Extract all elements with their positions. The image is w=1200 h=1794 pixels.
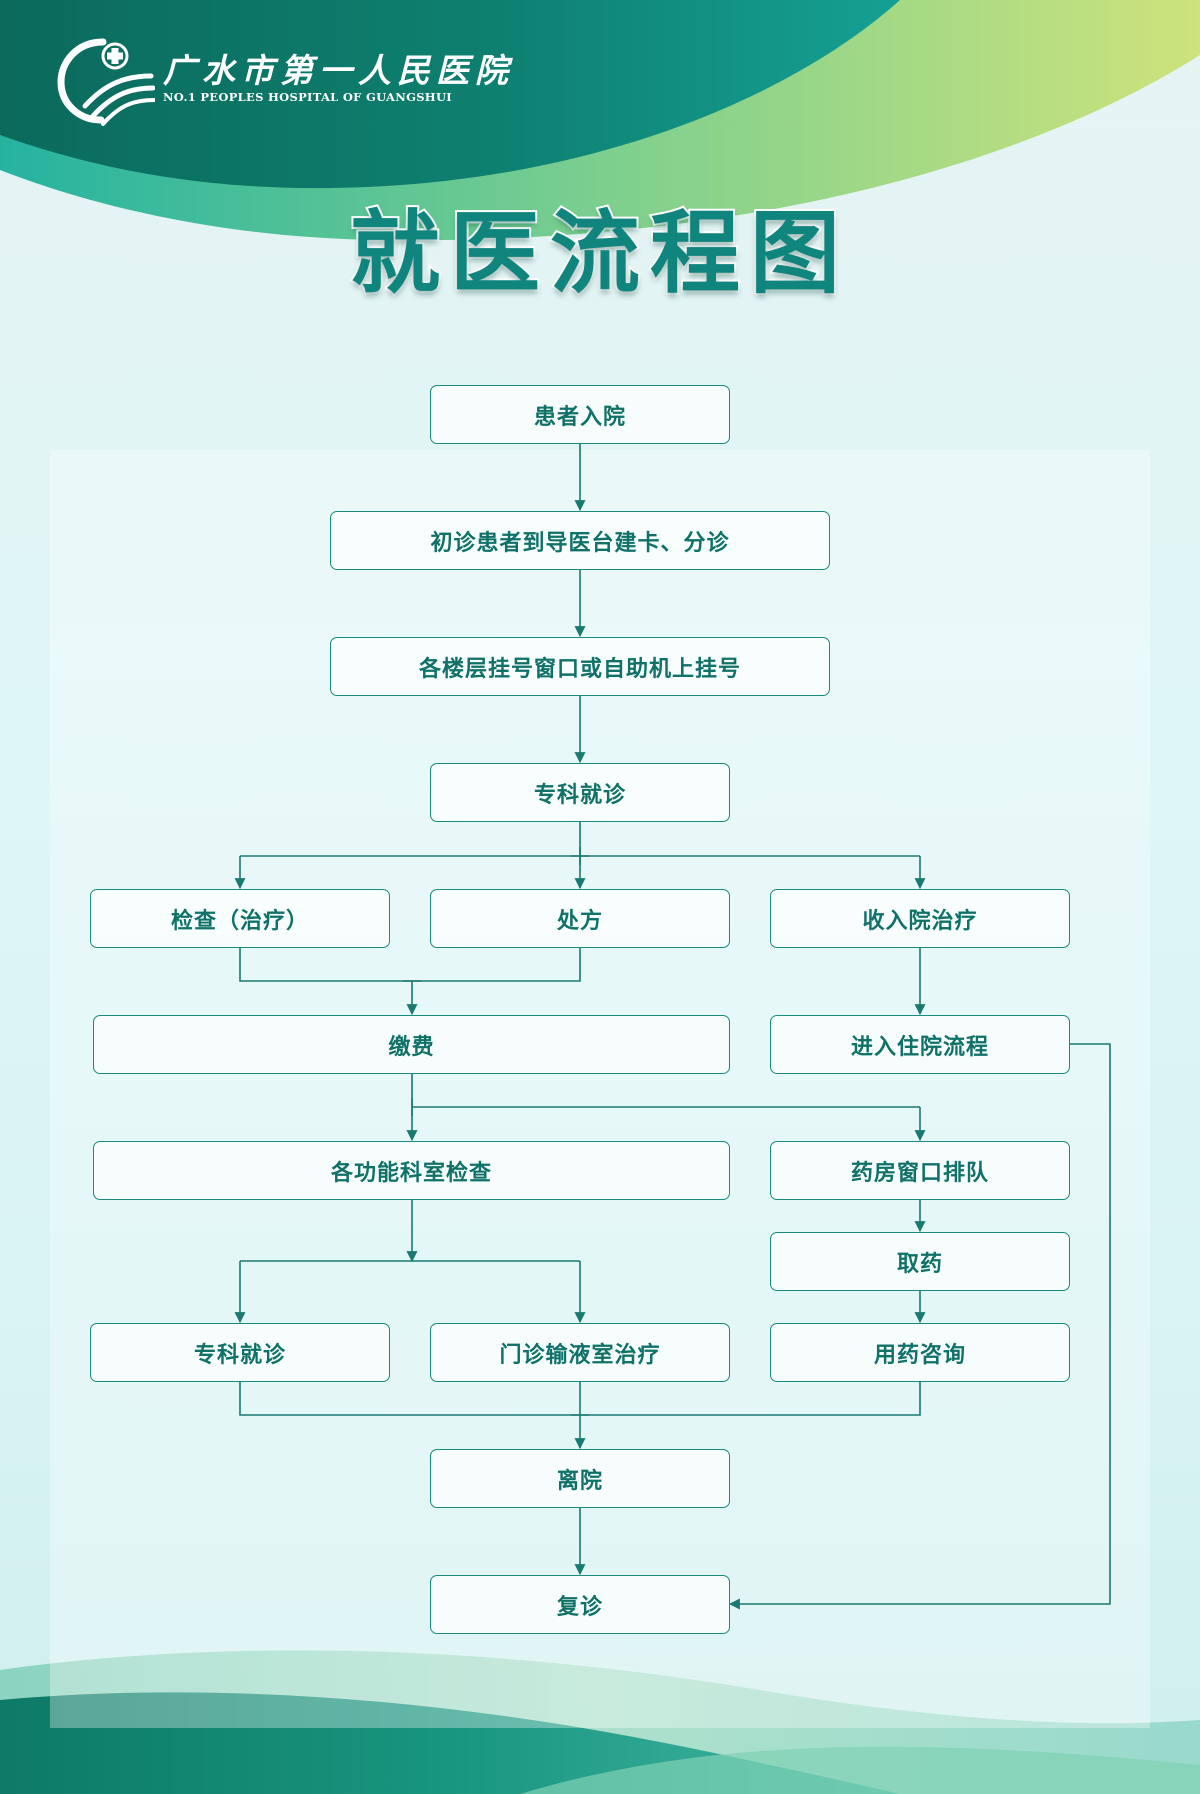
node-collect-medicine: 取药 [770, 1232, 1070, 1291]
node-specialist: 专科就诊 [430, 763, 730, 822]
node-payment: 缴费 [93, 1015, 730, 1074]
node-prescription: 处方 [430, 889, 730, 948]
node-pharmacy-queue: 药房窗口排队 [770, 1141, 1070, 1200]
edge-exam-presc-merge [239, 948, 581, 982]
hospital-logo: 广水市第一人民医院 NO.1 PEOPLES HOSPITAL OF GUANG… [55, 36, 508, 126]
node-discharge: 离院 [430, 1449, 730, 1508]
node-guide-desk: 初诊患者到导医台建卡、分诊 [330, 511, 830, 570]
node-registration: 各楼层挂号窗口或自助机上挂号 [330, 637, 830, 696]
node-specialist-again: 专科就诊 [90, 1323, 390, 1382]
node-infusion: 门诊输液室治疗 [430, 1323, 730, 1382]
node-medication-consult: 用药咨询 [770, 1323, 1070, 1382]
node-function-exam: 各功能科室检查 [93, 1141, 730, 1200]
hospital-logo-cross-icon [57, 38, 155, 126]
edge-inpatient-revisit [728, 1043, 1111, 1610]
hospital-name-en: NO.1 PEOPLES HOSPITAL OF GUANGSHUI [163, 90, 452, 104]
node-examination: 检查（治疗） [90, 889, 390, 948]
node-admission: 患者入院 [430, 385, 730, 444]
hospital-name-cn: 广水市第一人民医院 [163, 51, 514, 90]
node-inpatient-process: 进入住院流程 [770, 1015, 1070, 1074]
page-title: 就医流程图 [348, 199, 850, 308]
node-hospitalization: 收入院治疗 [770, 889, 1070, 948]
node-revisit: 复诊 [430, 1575, 730, 1634]
